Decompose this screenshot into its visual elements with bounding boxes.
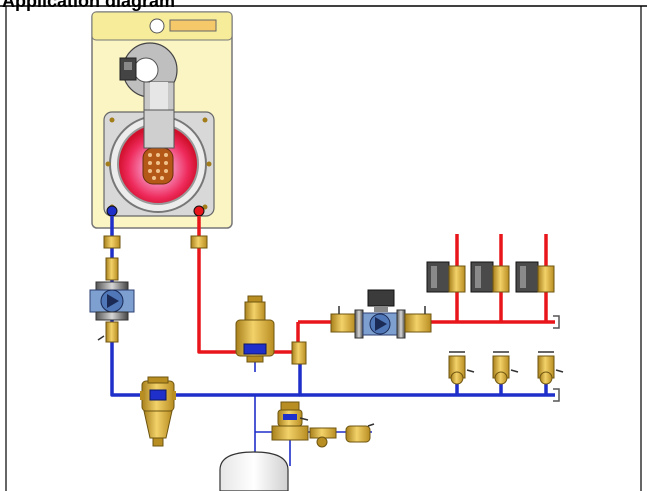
boiler-flow-port	[193, 205, 205, 217]
auxiliary-pipes	[254, 360, 372, 466]
return-end-cap	[553, 388, 560, 402]
mixing-pump-unit	[330, 289, 432, 339]
balancing-valve-1	[448, 351, 475, 385]
expansion-tank	[219, 451, 289, 491]
balancing-valve-2	[492, 351, 519, 385]
boiler-return-port	[106, 205, 118, 217]
boiler-display	[169, 19, 217, 32]
boiler-fittings	[103, 235, 208, 249]
return-pipe	[110, 216, 555, 397]
zone-valve-2	[470, 261, 510, 293]
valve-actuator	[367, 289, 395, 307]
air-separator	[235, 295, 275, 363]
boiler-circulator-pump	[89, 257, 135, 343]
hydraulic-tee	[291, 341, 307, 365]
filling-valve	[299, 417, 375, 448]
dirt-separator	[140, 376, 176, 447]
pressure-reducer	[271, 401, 309, 441]
zone-valve-3	[515, 261, 555, 293]
flow-end-cap	[553, 315, 560, 329]
boiler	[91, 11, 233, 229]
pump-arrow-icon	[375, 317, 387, 331]
boiler-indicator-lamp	[149, 18, 165, 34]
zone-valve-1	[426, 261, 466, 293]
balancing-valve-3	[537, 351, 564, 385]
pump-arrow-icon	[107, 294, 119, 308]
